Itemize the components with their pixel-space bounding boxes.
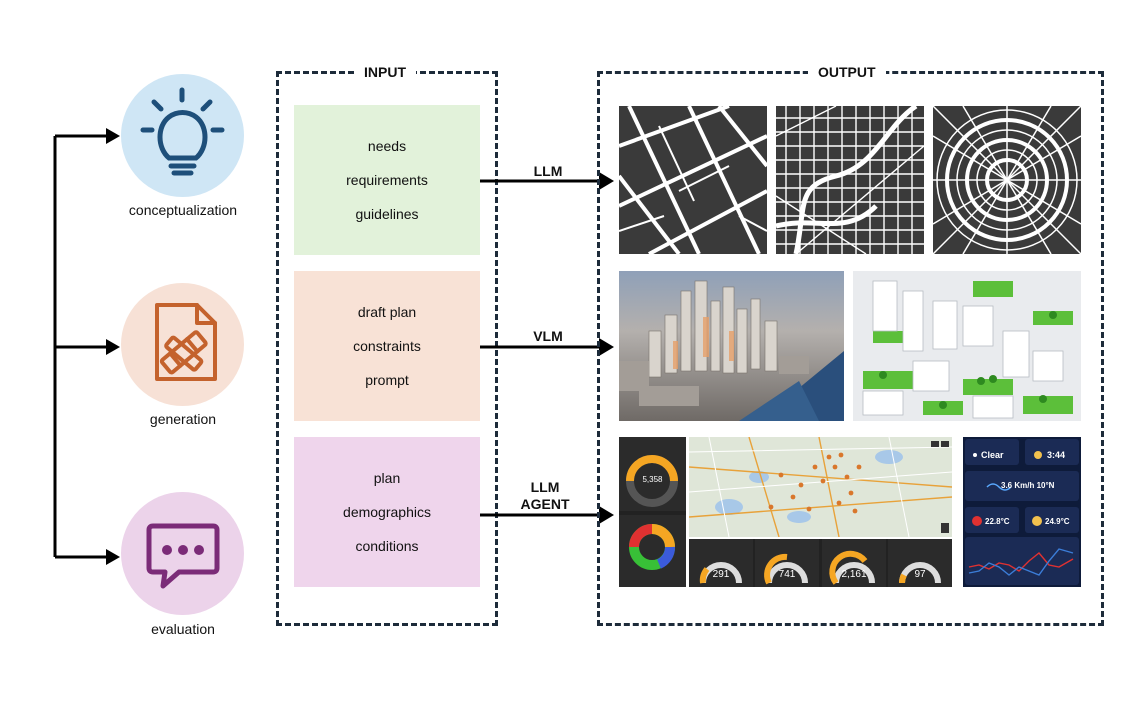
input-item: requirements — [346, 172, 428, 188]
dashboard-gauges-row: 291 741 2,161 97 — [689, 539, 952, 587]
stage-generation — [121, 283, 244, 406]
dashboard-map-image — [689, 437, 952, 537]
input-box-evaluation: plan demographics conditions — [294, 437, 480, 587]
donut-value: 5,358 — [642, 475, 663, 484]
input-item: conditions — [355, 538, 419, 554]
input-item: prompt — [365, 372, 409, 388]
stage-label: generation — [149, 411, 217, 427]
gauge-value: 291 — [712, 569, 730, 580]
stage-evaluation — [121, 492, 244, 615]
arrow-label-line: AGENT — [520, 496, 570, 512]
input-item: guidelines — [355, 206, 419, 222]
arrow-label-line: LLM — [530, 479, 560, 495]
city-3d-render-realistic-image — [619, 271, 844, 421]
stage-label: conceptualization — [128, 202, 238, 218]
input-box-conceptualization: needs requirements guidelines — [294, 105, 480, 255]
stage-label: evaluation — [151, 621, 215, 637]
weather-condition: Clear — [981, 450, 1004, 460]
input-item: draft plan — [357, 304, 417, 320]
weather-panel: Clear 3:44 3.6 Km/h 10°N 22.8°C 24.9°C — [963, 437, 1081, 587]
stage-conceptualization — [121, 74, 244, 197]
gauge-value: 741 — [778, 569, 796, 580]
speech-bubble-icon — [146, 523, 220, 589]
input-title: INPUT — [354, 64, 416, 80]
weather-temp: 22.8°C — [985, 517, 1010, 526]
city-3d-render-massing-image — [853, 271, 1081, 421]
dashboard-left-panel: 5,358 — [619, 437, 686, 587]
gauge-value: 97 — [914, 569, 926, 580]
street-network-grid-image — [619, 106, 767, 254]
input-box-generation: draft plan constraints prompt — [294, 271, 480, 421]
street-network-radial-image — [933, 106, 1081, 254]
output-title: OUTPUT — [808, 64, 886, 80]
input-item: demographics — [343, 504, 431, 520]
input-item: plan — [373, 470, 401, 486]
lightbulb-icon — [140, 87, 225, 176]
lifecycle-bracket — [53, 128, 120, 565]
model-arrows — [480, 172, 614, 524]
arrow-label-llm: LLM — [533, 163, 563, 179]
arrow-label-vlm: VLM — [533, 328, 563, 344]
gauge-value: 2,161 — [841, 569, 867, 580]
street-network-organic-image — [776, 106, 924, 254]
weather-temp: 24.9°C — [1045, 517, 1070, 526]
weather-time: 3:44 — [1047, 450, 1066, 460]
arrow-label-llm-agent: LLM AGENT — [510, 479, 580, 513]
weather-wind: 3.6 Km/h 10°N — [1001, 481, 1055, 490]
input-item: constraints — [353, 338, 421, 354]
input-item: needs — [367, 138, 407, 154]
document-pencil-icon — [155, 303, 217, 381]
